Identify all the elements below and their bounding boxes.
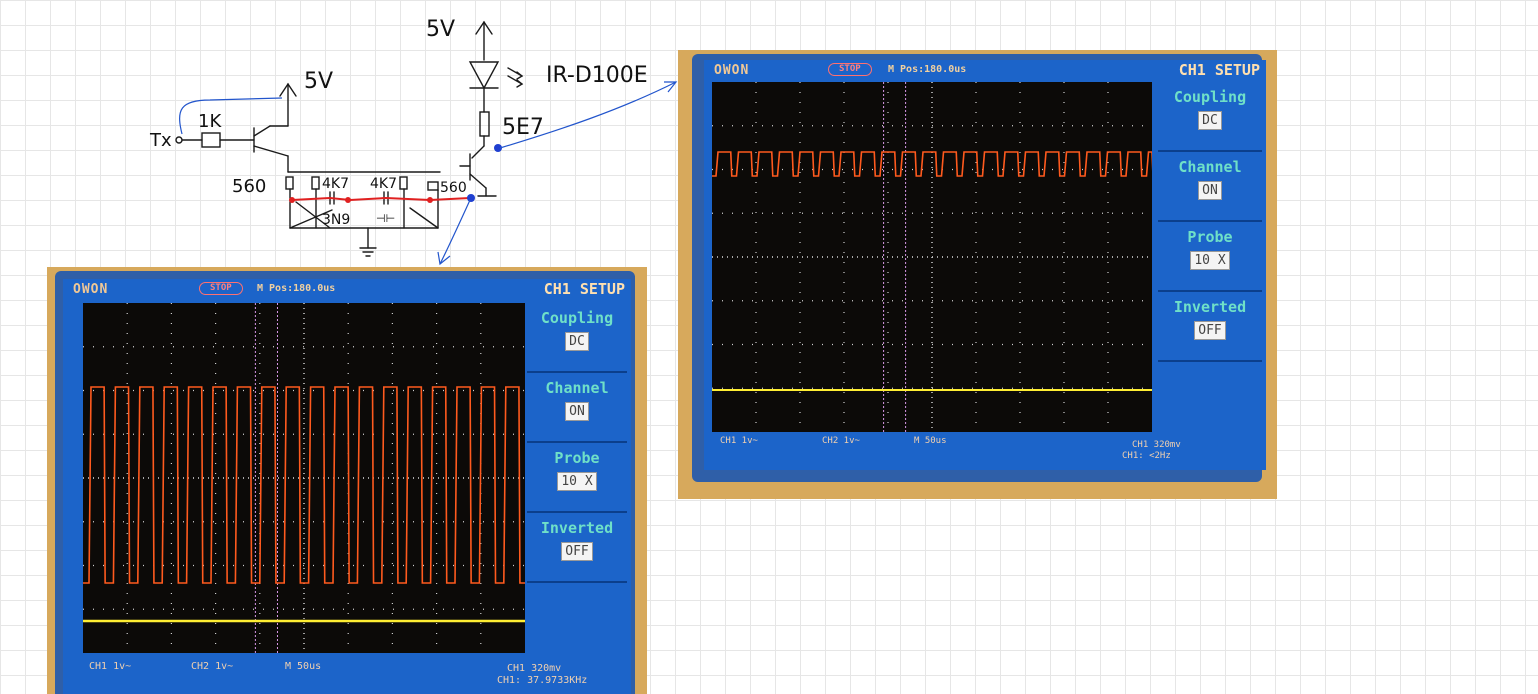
scope-header: OWON STOP M Pos:180.0us CH1 SETUP — [704, 60, 1266, 80]
scope-screen-right: OWON STOP M Pos:180.0us CH1 SETUP Coupli… — [704, 60, 1266, 470]
scope-screen-left: OWON STOP M Pos:180.0us CH1 SETUP Coupli… — [63, 279, 631, 694]
menu-item-value: 10 X — [1190, 251, 1230, 270]
ch2-scale-label: CH2 1v~ — [191, 661, 234, 672]
resistor-4k7-b-label: 4K7 — [370, 176, 397, 192]
ch1-scale-label: CH1 1v~ — [720, 436, 758, 446]
resistor-560-left-label: 560 — [232, 176, 266, 197]
menu-item-value: OFF — [1194, 321, 1226, 340]
ch1-scale-label: CH1 1v~ — [89, 661, 132, 672]
menu-item-inverted[interactable]: Inverted OFF — [1158, 292, 1262, 362]
capacitor-label: 3N9 — [322, 212, 350, 228]
ch1-trace — [712, 151, 1154, 177]
timebase-label: M 50us — [285, 661, 322, 672]
run-stop-badge: STOP — [199, 282, 243, 295]
frequency-label: CH1: 37.9733KHz — [497, 675, 588, 686]
scope-photo-right: OWON STOP M Pos:180.0us CH1 SETUP Coupli… — [678, 50, 1277, 499]
menu-item-coupling[interactable]: Coupling DC — [1158, 82, 1262, 152]
menu-item-title: Coupling — [1173, 88, 1247, 106]
menu-item-coupling[interactable]: Coupling DC — [527, 303, 627, 373]
menu-item-channel[interactable]: Channel ON — [1158, 152, 1262, 222]
resistor-560-right-label: 560 — [440, 180, 467, 196]
scope-menu: Coupling DC Channel ON Probe 10 X Invert… — [1158, 82, 1262, 422]
menu-item-probe[interactable]: Probe 10 X — [1158, 222, 1262, 292]
menu-item-inverted[interactable]: Inverted OFF — [527, 513, 627, 583]
led-resistor-label: 5E7 — [502, 115, 544, 140]
ch2-scale-label: CH2 1v~ — [822, 436, 860, 446]
frequency-label: CH1: <2Hz — [1122, 451, 1171, 461]
menu-item-probe[interactable]: Probe 10 X — [527, 443, 627, 513]
scope-header: OWON STOP M Pos:180.0us CH1 SETUP — [63, 279, 631, 299]
menu-item-value: OFF — [561, 542, 593, 561]
menu-item-title: Probe — [554, 449, 600, 467]
resistor-4k7-a-label: 4K7 — [322, 176, 349, 192]
waveform-svg — [83, 303, 525, 653]
menu-item-title: Probe — [1187, 228, 1233, 246]
mpos-label: M Pos:180.0us — [257, 283, 336, 294]
timebase-label: M 50us — [914, 436, 947, 446]
vcc-label-left: 5V — [304, 69, 333, 94]
trigger-label: CH1 320mv — [507, 663, 562, 674]
menu-item-value: ON — [1198, 181, 1222, 200]
vcc-label-top: 5V — [426, 17, 455, 42]
menu-item-value: DC — [1198, 111, 1222, 130]
mpos-label: M Pos:180.0us — [888, 64, 967, 75]
led-label: IR-D100E — [546, 63, 648, 88]
menu-item-title: Inverted — [540, 519, 614, 537]
scope-photo-left: OWON STOP M Pos:180.0us CH1 SETUP Coupli… — [47, 267, 647, 694]
menu-title: CH1 SETUP — [543, 280, 625, 298]
menu-item-value: ON — [565, 402, 589, 421]
menu-item-value: 10 X — [557, 472, 597, 491]
waveform-svg — [712, 82, 1154, 432]
menu-item-title: Coupling — [540, 309, 614, 327]
brand-label: OWON — [714, 63, 750, 78]
base-resistor-label: 1K — [198, 111, 222, 132]
scope-menu: Coupling DC Channel ON Probe 10 X Invert… — [527, 303, 627, 683]
menu-item-title: Channel — [545, 379, 609, 397]
trigger-label: CH1 320mv — [1132, 440, 1181, 450]
scope-plot — [83, 303, 525, 653]
tx-label: Tx — [149, 130, 172, 151]
menu-title: CH1 SETUP — [1178, 61, 1260, 79]
menu-item-title: Channel — [1178, 158, 1242, 176]
run-stop-badge: STOP — [828, 63, 872, 76]
ch1-trace — [83, 386, 525, 584]
menu-item-value: DC — [565, 332, 589, 351]
brand-label: OWON — [73, 282, 109, 297]
scope-plot — [712, 82, 1154, 432]
menu-item-title: Inverted — [1173, 298, 1247, 316]
menu-item-channel[interactable]: Channel ON — [527, 373, 627, 443]
capacitor-symbol-label: ⊣⊢ — [376, 212, 395, 225]
